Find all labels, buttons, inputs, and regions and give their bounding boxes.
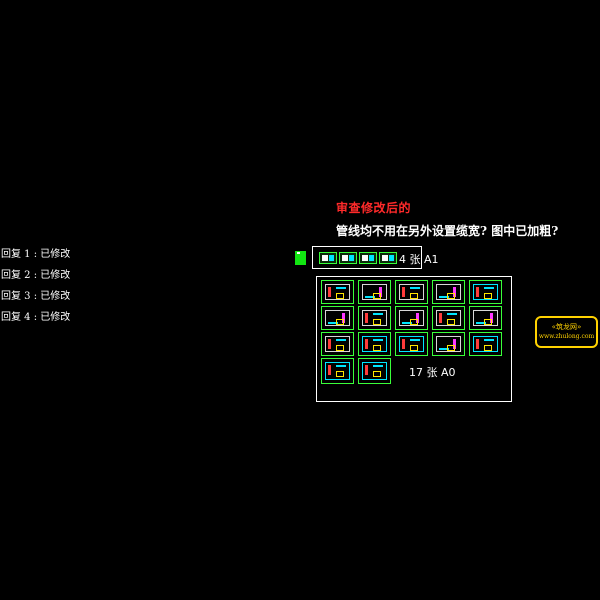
a1-sheet-thumbnail[interactable] (339, 252, 357, 264)
a0-sheet-thumbnail[interactable] (358, 306, 391, 330)
reply-note: 回复 4 : 已修改 (1, 312, 71, 323)
a0-sheet-thumbnail[interactable] (395, 306, 428, 330)
reply-notes: 回复 1 : 已修改 回复 2 : 已修改 回复 3 : 已修改 回复 4 : … (1, 250, 70, 334)
a1-count-label: 4 张 A1 (399, 253, 439, 266)
a0-sheet-thumbnail[interactable] (469, 280, 502, 304)
a0-sheet-thumbnail[interactable] (321, 306, 354, 330)
review-question: 管线均不用在另外设置缆宽? 图中已加粗? (336, 224, 559, 238)
a0-sheet-thumbnail[interactable] (321, 358, 354, 384)
watermark-brand: «筑龙网» (551, 323, 582, 331)
a0-sheet-group: 17 张 A0 (316, 276, 512, 402)
a0-sheet-thumbnail[interactable] (469, 332, 502, 356)
a1-sheet-thumbnail[interactable] (379, 252, 397, 264)
reply-note: 回复 3 : 已修改 (1, 291, 71, 302)
a1-sheet-thumbnail[interactable] (359, 252, 377, 264)
review-title: 审查修改后的 (336, 201, 412, 215)
reply-note: 回复 1 : 已修改 (1, 249, 71, 260)
watermark-url: www.zhulong.com (538, 333, 595, 340)
watermark-stamp: «筑龙网» www.zhulong.com (535, 316, 598, 348)
a0-sheet-thumbnail[interactable] (358, 332, 391, 356)
a0-sheet-thumbnail[interactable] (395, 332, 428, 356)
a0-count-label: 17 张 A0 (409, 366, 456, 379)
a0-sheet-thumbnail[interactable] (432, 280, 465, 304)
a0-sheet-thumbnail[interactable] (432, 306, 465, 330)
a0-sheet-thumbnail[interactable] (358, 280, 391, 304)
reply-note: 回复 2 : 已修改 (1, 270, 71, 281)
a1-sheet-thumbnail[interactable] (319, 252, 337, 264)
a0-sheet-thumbnail[interactable] (358, 358, 391, 384)
a0-sheet-thumbnail[interactable] (469, 306, 502, 330)
a0-sheet-thumbnail[interactable] (395, 280, 428, 304)
a1-sheet-group: 4 张 A1 (312, 246, 439, 269)
a0-sheet-thumbnail[interactable] (432, 332, 465, 356)
layer-marker-icon (295, 251, 306, 265)
a0-sheet-thumbnail[interactable] (321, 332, 354, 356)
a0-sheet-thumbnail[interactable] (321, 280, 354, 304)
